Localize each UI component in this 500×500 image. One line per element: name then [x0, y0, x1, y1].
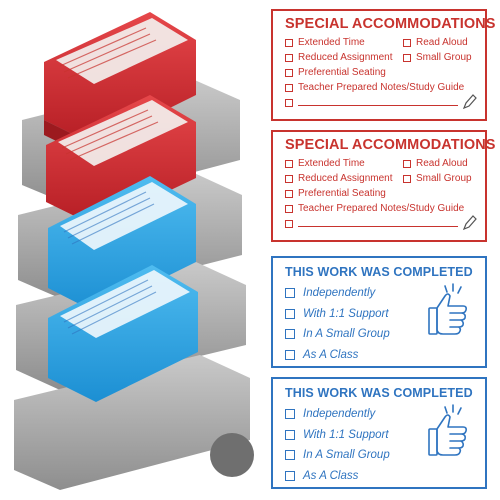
item-label: In A Small Group	[303, 328, 390, 341]
item-label: As A Class	[303, 348, 359, 361]
checkbox-row: Extended Time Read Aloud	[285, 35, 475, 50]
item-label: Teacher Prepared Notes/Study Guide	[298, 82, 465, 93]
checkbox	[285, 159, 293, 168]
item-label: Preferential Seating	[298, 188, 386, 199]
write-in-line	[298, 226, 458, 227]
checkbox	[285, 429, 295, 440]
checkbox	[285, 288, 295, 299]
pencil-icon	[462, 94, 477, 110]
checkbox	[285, 308, 295, 319]
checkbox	[285, 470, 295, 481]
checkbox-row: Preferential Seating	[285, 186, 475, 201]
item-label: Read Aloud	[416, 37, 468, 48]
checkbox	[285, 189, 293, 198]
card-title: THIS WORK WAS COMPLETED	[285, 265, 473, 279]
checkbox-row: Extended Time Read Aloud	[285, 156, 475, 171]
checkbox	[285, 68, 293, 77]
write-in-line	[298, 105, 458, 106]
checkbox-row: Preferential Seating	[285, 65, 475, 80]
item-label: Small Group	[416, 52, 472, 63]
checkbox-row	[285, 216, 475, 231]
checkbox-row: In A Small Group	[285, 324, 475, 345]
card-title: SPECIAL ACCOMMODATIONS	[285, 16, 496, 32]
checkbox	[285, 409, 295, 420]
completed-card-1: THIS WORK WAS COMPLETED Independently Wi…	[271, 256, 487, 368]
item-label: Preferential Seating	[298, 67, 386, 78]
checkbox	[403, 38, 411, 47]
checkbox-row: In A Small Group	[285, 445, 475, 466]
accommodations-card-1: SPECIAL ACCOMMODATIONS Extended Time Rea…	[271, 9, 496, 121]
item-label: Independently	[303, 408, 376, 421]
checkbox	[285, 204, 293, 213]
checkbox	[285, 450, 295, 461]
item-label: In A Small Group	[303, 449, 390, 462]
item-label: Read Aloud	[416, 158, 468, 169]
checkbox-row: Independently	[285, 283, 475, 304]
checkbox-row	[285, 95, 475, 110]
completed-card-2: THIS WORK WAS COMPLETED Independently Wi…	[271, 377, 487, 489]
item-label: Extended Time	[298, 37, 365, 48]
card-title: THIS WORK WAS COMPLETED	[285, 386, 473, 400]
stamp-product-photo	[14, 12, 254, 490]
thumbs-up-icon	[428, 283, 467, 335]
checkbox	[285, 329, 295, 340]
checkbox	[403, 159, 411, 168]
checkbox	[285, 219, 293, 228]
checkbox	[285, 38, 293, 47]
item-label: Reduced Assignment	[298, 52, 393, 63]
item-label: As A Class	[303, 469, 359, 482]
checkbox	[403, 53, 411, 62]
checkbox-row: Teacher Prepared Notes/Study Guide	[285, 80, 475, 95]
item-label: Small Group	[416, 173, 472, 184]
checkbox-row: Reduced Assignment Small Group	[285, 50, 475, 65]
checkbox	[285, 83, 293, 92]
checkbox-row: Teacher Prepared Notes/Study Guide	[285, 201, 475, 216]
checkbox-row: Independently	[285, 404, 475, 425]
checkbox	[285, 349, 295, 360]
blue-stamp-2	[48, 265, 198, 402]
item-label: Independently	[303, 287, 376, 300]
checkbox	[285, 53, 293, 62]
thumbs-up-icon	[428, 404, 467, 456]
card-title: SPECIAL ACCOMMODATIONS	[285, 137, 496, 153]
checkbox-row: With 1:1 Support	[285, 304, 475, 325]
checkbox	[285, 98, 293, 107]
checkbox-row: As A Class	[285, 466, 475, 487]
item-label: Reduced Assignment	[298, 173, 393, 184]
checkbox	[403, 174, 411, 183]
checkbox-row: With 1:1 Support	[285, 425, 475, 446]
item-label: With 1:1 Support	[303, 307, 389, 320]
checkbox	[285, 174, 293, 183]
item-label: Teacher Prepared Notes/Study Guide	[298, 203, 465, 214]
accommodations-card-2: SPECIAL ACCOMMODATIONS Extended Time Rea…	[271, 130, 496, 242]
pencil-icon	[462, 215, 477, 231]
checkbox-row: As A Class	[285, 345, 475, 366]
item-label: Extended Time	[298, 158, 365, 169]
item-label: With 1:1 Support	[303, 428, 389, 441]
checkbox-row: Reduced Assignment Small Group	[285, 171, 475, 186]
